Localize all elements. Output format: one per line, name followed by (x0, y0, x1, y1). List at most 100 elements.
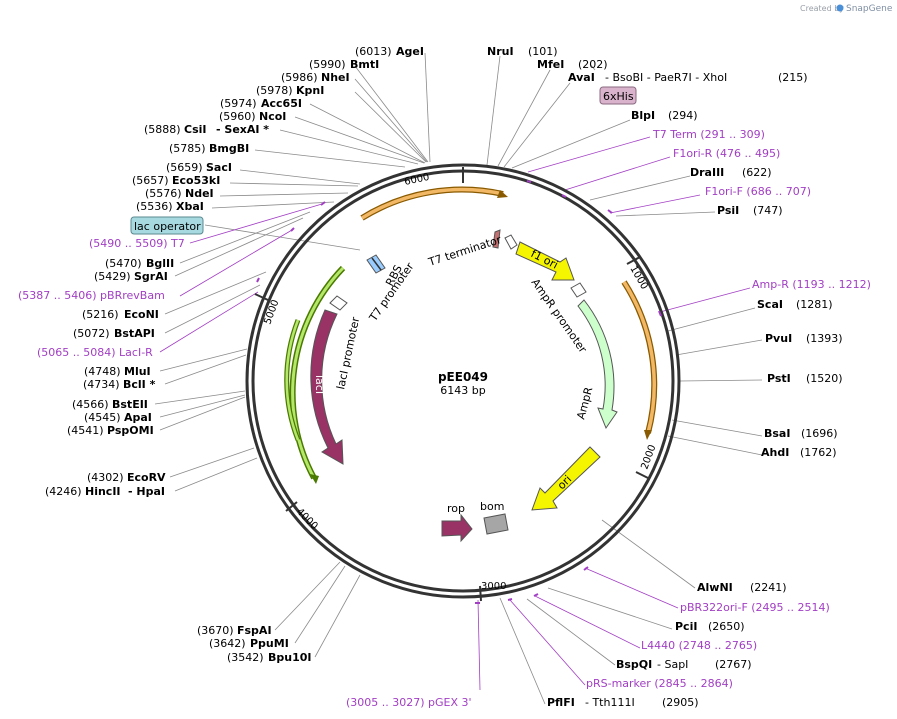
primer-marks (256, 180, 662, 604)
site-xbai: XbaI (176, 200, 204, 213)
primer-t7: (5490 .. 5509) T7 (89, 237, 185, 250)
site-pcii: PciI (675, 620, 697, 633)
outer-arc-right (621, 280, 658, 434)
site-avai: AvaI (568, 71, 595, 84)
feature-ampr-promoter: AmpR promoter (529, 276, 590, 355)
site-bcli: BclI * (123, 378, 156, 391)
svg-text:- BsoBI - PaeR7I - XhoI: - BsoBI - PaeR7I - XhoI (605, 71, 727, 84)
site-psii: PsiI (717, 204, 739, 217)
svg-text:(1520): (1520) (806, 372, 843, 385)
svg-text:(622): (622) (742, 166, 772, 179)
svg-text:(2650): (2650) (708, 620, 745, 633)
svg-text:(1393): (1393) (806, 332, 843, 345)
svg-text:(5986): (5986) (281, 71, 318, 84)
svg-text:(1281): (1281) (796, 298, 833, 311)
feature-ampr: AmpR (574, 299, 618, 430)
primer-f1ori-f: F1ori-F (686 .. 707) (705, 185, 811, 198)
svg-text:(2241): (2241) (750, 581, 787, 594)
site-mfei: MfeI (537, 58, 564, 71)
site-psti: PstI (767, 372, 791, 385)
site-csii: CsiI (184, 123, 206, 136)
svg-text:(4566): (4566) (72, 398, 109, 411)
site-pflfi: PflFI (547, 696, 575, 709)
svg-text:- Tth111I: - Tth111I (585, 696, 635, 709)
site-hincii: HincII (85, 485, 121, 498)
svg-text:(5536): (5536) (136, 200, 173, 213)
primer-l4440: L4440 (2748 .. 2765) (641, 639, 757, 652)
primer-pgex3: (3005 .. 3027) pGEX 3' (346, 696, 472, 709)
svg-text:(747): (747) (753, 204, 783, 217)
site-pspomi: PspOMI (107, 424, 154, 437)
plasmid-size: 6143 bp (440, 384, 485, 397)
svg-text:(4541): (4541) (67, 424, 104, 437)
feature-label-t7-terminator: T7 terminator (426, 233, 503, 269)
feature-laci: lacI (310, 309, 344, 465)
label-6xhis: 6xHis (599, 86, 637, 105)
svg-text:(5659): (5659) (166, 161, 203, 174)
leader-lines-left (154, 52, 481, 691)
site-nrui: NruI (487, 45, 514, 58)
feature-label-f1ori: f1 ori (529, 247, 560, 272)
site-fspai: FspAI (237, 624, 272, 637)
outer-arc-top (360, 186, 504, 221)
site-bmgbi: BmgBI (209, 142, 249, 155)
site-ncoi: NcoI (259, 110, 286, 123)
svg-text:- SapI: - SapI (657, 658, 688, 671)
primer-laci-r: (5065 .. 5084) LacI-R (37, 346, 153, 359)
svg-text:(5072): (5072) (73, 327, 110, 340)
site-bmti: BmtI (350, 58, 379, 71)
svg-text:(294): (294) (668, 109, 698, 122)
svg-text:(4246): (4246) (45, 485, 82, 498)
svg-text:(4302): (4302) (87, 471, 124, 484)
left-site-labels: (6013) AgeI (5990) BmtI (5986) NheI (597… (18, 45, 472, 709)
svg-text:(5470): (5470) (105, 257, 142, 270)
feature-bom: bom (480, 500, 509, 535)
plasmid-name: pEE049 (438, 370, 488, 384)
leader-lines-right (486, 55, 763, 705)
svg-text:(2767): (2767) (715, 658, 752, 671)
feature-label-laci-promoter: lacI promoter (334, 315, 362, 390)
tick-label-6000: 6000 (403, 172, 430, 188)
site-ahdi: AhdI (761, 446, 789, 459)
feature-label-ampr: AmpR (574, 385, 595, 420)
site-bpu10i: Bpu10I (268, 651, 312, 664)
feature-label-rop: rop (447, 502, 465, 515)
site-acc65i: Acc65I (261, 97, 302, 110)
site-nhei: NheI (321, 71, 350, 84)
feature-rop: rop (441, 502, 473, 543)
svg-text:(5888): (5888) (144, 123, 181, 136)
primer-amp-r: Amp-R (1193 .. 1212) (752, 278, 871, 291)
site-econi: EcoNI (124, 308, 159, 321)
site-bspqi: BspQI (616, 658, 652, 671)
svg-text:(6013): (6013) (355, 45, 392, 58)
site-alwni: AlwNI (697, 581, 733, 594)
feature-t7-terminator: T7 terminator (426, 229, 518, 269)
feature-ori: ori (531, 446, 601, 511)
svg-text:(5960): (5960) (219, 110, 256, 123)
right-site-labels: NruI (101) MfeI (202) AvaI - BsoBI - Pae… (487, 45, 871, 709)
site-ndei: NdeI (185, 187, 214, 200)
svg-text:lac operator: lac operator (134, 220, 201, 233)
site-scai: ScaI (757, 298, 783, 311)
tick-marks (254, 167, 651, 602)
svg-text:(5978): (5978) (256, 84, 293, 97)
site-mlui: MluI (124, 365, 151, 378)
svg-text:(3542): (3542) (227, 651, 264, 664)
site-agei: AgeI (396, 45, 424, 58)
svg-text:(5974): (5974) (220, 97, 257, 110)
feature-laci-promoter: lacI promoter (329, 295, 362, 391)
watermark-text: Created by (800, 4, 844, 13)
primer-pbr322ori-f: pBR322ori-F (2495 .. 2514) (680, 601, 830, 614)
svg-text:(3642): (3642) (209, 637, 246, 650)
svg-text:(5657): (5657) (132, 174, 169, 187)
svg-text:(4748): (4748) (84, 365, 121, 378)
svg-text:(5216): (5216) (82, 308, 119, 321)
svg-text:(101): (101) (528, 45, 558, 58)
svg-text:(202): (202) (578, 58, 608, 71)
site-kpni: KpnI (296, 84, 324, 97)
svg-text:- HpaI: - HpaI (128, 485, 165, 498)
feature-label-laci: lacI (313, 375, 326, 394)
svg-text:(1696): (1696) (801, 427, 838, 440)
snapgene-logo-icon (836, 4, 844, 12)
